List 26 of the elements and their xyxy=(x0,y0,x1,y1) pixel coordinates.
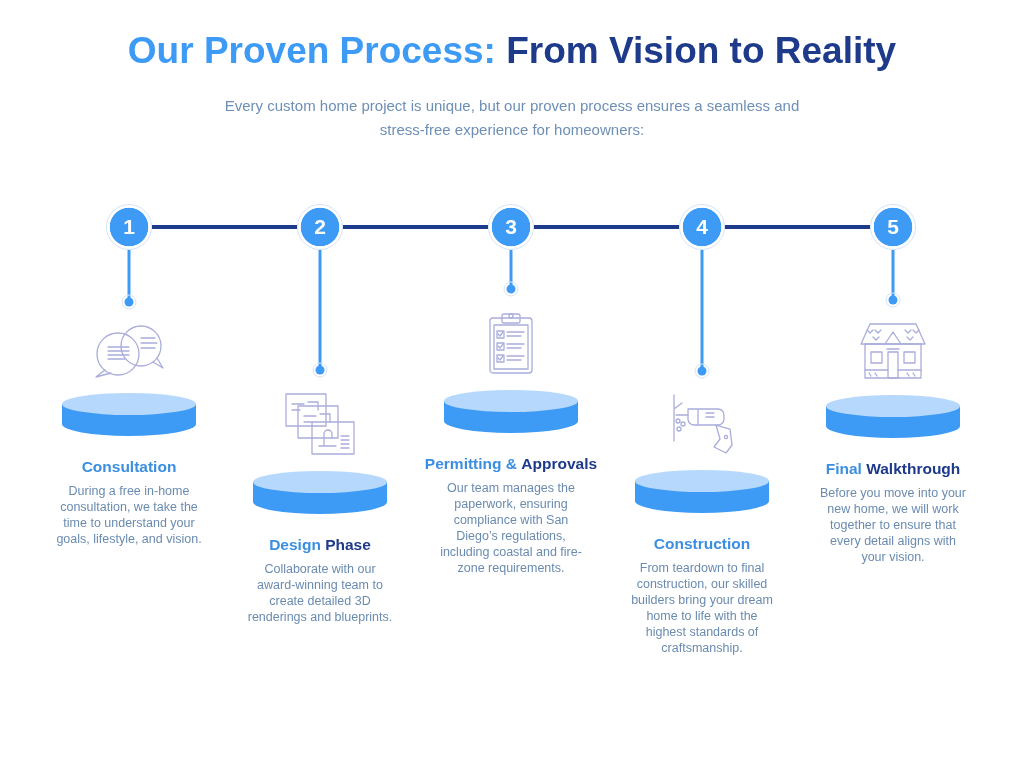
step-description: During a free in-home consultation, we take the time to understand your goals, lifestyle, and vision. xyxy=(55,483,203,547)
connector-line xyxy=(152,225,297,229)
step-heading: Final Walkthrough xyxy=(825,459,961,479)
connector-line xyxy=(534,225,679,229)
step-number-circle: 3 xyxy=(488,204,534,250)
step-number-circle: 1 xyxy=(106,204,152,250)
step-heading: Construction xyxy=(653,534,751,554)
connector-line xyxy=(343,225,488,229)
step-number-circle: 5 xyxy=(870,204,916,250)
step-number-circle: 4 xyxy=(679,204,725,250)
step-heading: Design Phase xyxy=(269,535,371,555)
subtitle: Every custom home project is unique, but our proven process ensures a seamless and stress-free experience for homeowners: xyxy=(223,96,801,140)
pin-connector xyxy=(503,250,519,297)
pin-connector xyxy=(885,250,901,308)
step-heading: Consultation xyxy=(81,457,177,477)
step-heading: Permitting & Approvals xyxy=(424,454,598,474)
connector-line xyxy=(725,225,870,229)
pin-connector xyxy=(694,250,710,379)
pin-connector xyxy=(121,250,137,310)
step-description: From teardown to final construction, our skilled builders bring your dream home to life with the highest standards of craftsmanship. xyxy=(630,560,774,656)
title: Our Proven Process: From Vision to Reality xyxy=(126,29,898,73)
step-description: Our team manages the paperwork, ensuring compliance with San Diego’s regulations, including coastal and fire-zone requirements. xyxy=(439,480,583,576)
step-description: Collaborate with our award-winning team to create detailed 3D renderings and blueprints. xyxy=(246,561,394,625)
step-number-circle: 2 xyxy=(297,204,343,250)
pin-connector xyxy=(312,250,328,378)
step-description: Before you move into your new home, we will work together to ensure that every detail aligns with your vision. xyxy=(819,485,967,565)
